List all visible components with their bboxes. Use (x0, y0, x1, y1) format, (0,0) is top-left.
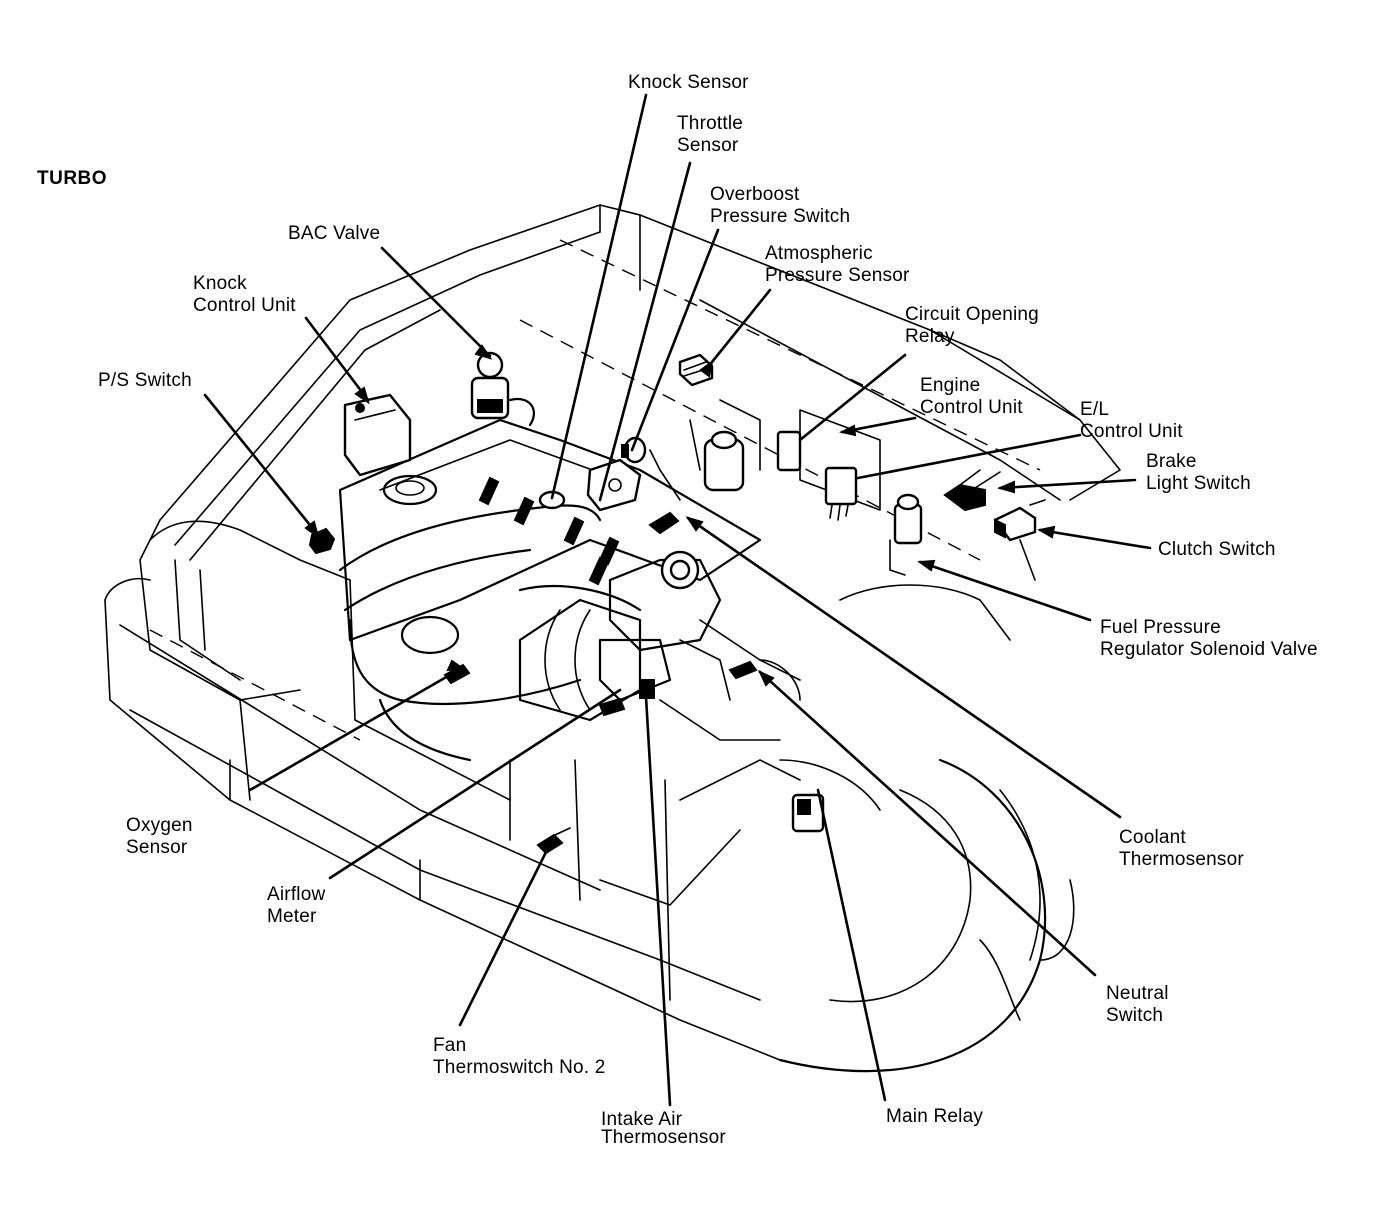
arrowhead (354, 386, 370, 405)
clutch-switch-part (993, 499, 1046, 581)
leader-fuel-pressure-regulator (918, 560, 1092, 622)
label-knock-control-unit: Knock Control Unit (193, 273, 296, 316)
label-overboost-pressure-switch: Overboost Pressure Switch (710, 184, 851, 227)
leader-circuit-opening-relay (798, 353, 907, 442)
leader-throttle-sensor (598, 161, 692, 502)
leader-lines (203, 93, 1152, 1107)
leader-knock-sensor (550, 93, 648, 500)
label-fan-thermoswitch-no-2: Fan Thermoswitch No. 2 (433, 1035, 606, 1078)
label-airflow-meter: Airflow Meter (267, 884, 326, 927)
fan-thermoswitch-part (536, 827, 571, 855)
leader-brake-light-switch (998, 478, 1137, 490)
label-ps-switch: P/S Switch (98, 370, 192, 391)
canister-part (703, 430, 745, 492)
fuel-pressure-regulator-part (889, 493, 923, 576)
label-atmospheric-pressure-sensor: Atmospheric Pressure Sensor (765, 243, 910, 286)
arrowhead (997, 480, 1015, 494)
airflow-meter-part (598, 697, 626, 717)
leader-fan-thermoswitch (458, 846, 550, 1027)
label-intake-air-thermosensor: Intake Air Thermosensor (601, 1109, 726, 1148)
knock-control-unit-part (343, 393, 412, 477)
diagram-title: TURBO (37, 168, 108, 189)
label-el-control-unit: E/L Control Unit (1080, 399, 1183, 442)
atmospheric-pressure-sensor-part (678, 353, 714, 387)
arrowhead (1037, 525, 1056, 539)
arrowhead (917, 559, 936, 572)
arrowhead (839, 424, 857, 437)
main-relay-part (791, 793, 825, 833)
leader-overboost-pressure-switch (630, 228, 720, 452)
leader-knock-control-unit (304, 316, 370, 402)
label-engine-control-unit: Engine Control Unit (920, 375, 1023, 418)
label-brake-light-switch: Brake Light Switch (1146, 451, 1251, 494)
arrowhead (446, 659, 465, 672)
leader-atmospheric-pressure-sensor (710, 288, 772, 364)
leader-airflow-meter (328, 688, 622, 880)
label-throttle-sensor: Throttle Sensor (677, 113, 744, 156)
leader-neutral-switch (758, 670, 1097, 977)
bac-valve-part (470, 351, 535, 427)
leader-el-control-unit (856, 433, 1082, 480)
label-bac-valve: BAC Valve (288, 223, 381, 244)
leader-intake-air-thermosensor (643, 678, 672, 1107)
el-control-unit-part (824, 466, 858, 521)
neutral-switch-part (728, 659, 801, 701)
label-oxygen-sensor: Oxygen Sensor (126, 815, 193, 858)
brake-light-switch-part (943, 469, 1001, 512)
label-clutch-switch: Clutch Switch (1158, 539, 1276, 560)
knock-sensor-part (538, 490, 566, 510)
leader-main-relay (816, 788, 887, 1102)
label-fuel-pressure-regulator-solenoid-valve: Fuel Pressure Regulator Solenoid Valve (1100, 617, 1318, 660)
label-circuit-opening-relay: Circuit Opening Relay (905, 304, 1039, 347)
overboost-pressure-switch-part (621, 436, 647, 464)
leader-coolant-thermosensor (686, 516, 1122, 819)
arrowhead (474, 344, 493, 360)
leader-oxygen-sensor (248, 666, 464, 792)
leader-ps-switch (203, 393, 320, 537)
components (308, 351, 1046, 855)
leader-bac-valve (380, 246, 492, 358)
label-main-relay: Main Relay (886, 1106, 984, 1127)
arrowhead (685, 516, 704, 532)
label-neutral-switch: Neutral Switch (1106, 983, 1169, 1026)
arrowhead (304, 520, 320, 540)
label-coolant-thermosensor: Coolant Thermosensor (1119, 827, 1244, 870)
coolant-thermosensor-part (648, 511, 680, 535)
label-knock-sensor: Knock Sensor (628, 72, 749, 93)
arrowhead (757, 669, 775, 687)
car-body-outline (104, 204, 1121, 1073)
leader-clutch-switch (1038, 528, 1152, 550)
circuit-opening-relay-part (776, 430, 802, 472)
arrowhead (699, 359, 714, 378)
